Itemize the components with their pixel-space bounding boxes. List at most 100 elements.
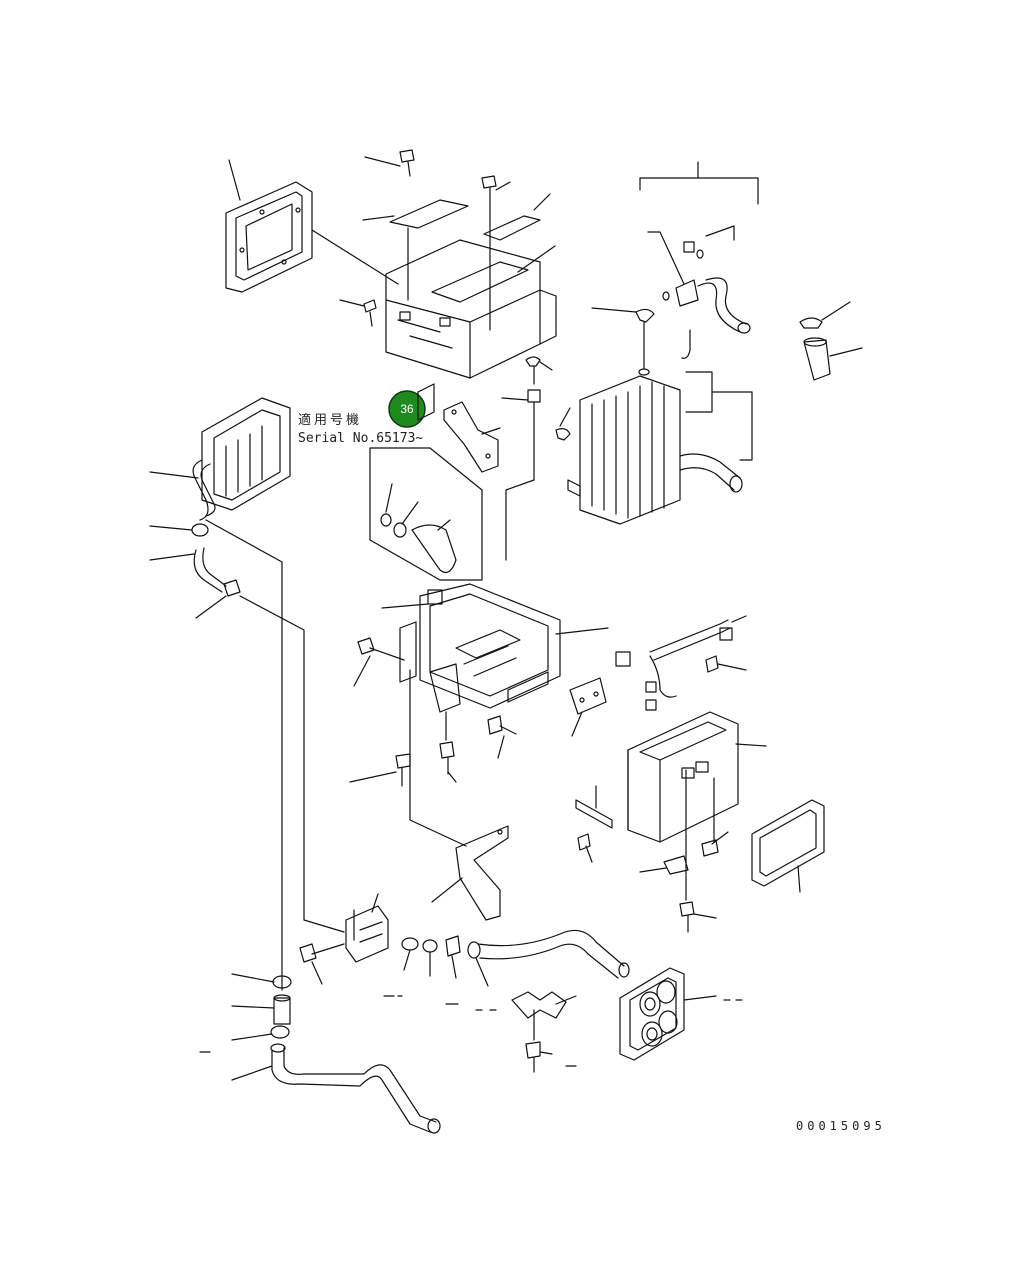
- leader-line: [231, 1005, 275, 1009]
- side-bracket: [429, 663, 461, 741]
- evaporator-unit: [567, 368, 743, 525]
- leader-line: [731, 615, 747, 623]
- hose-clamp: [223, 579, 241, 597]
- drain-pipe: [803, 337, 831, 381]
- hose-joint: [422, 939, 438, 953]
- leader-line: [821, 301, 851, 321]
- heater-hose-long: [467, 929, 630, 979]
- hose-clamp: [270, 1025, 290, 1039]
- leader-line: [693, 913, 717, 919]
- mounting-bracket: [443, 401, 499, 473]
- hose-clamp: [191, 523, 209, 537]
- bolt: [679, 901, 695, 933]
- callout-number: 36: [400, 402, 414, 416]
- applicability-jp-label: 適用号機: [298, 412, 362, 428]
- fastener: [555, 428, 571, 441]
- small-bracket-36: [417, 383, 435, 421]
- sensor-bulb: [635, 308, 691, 369]
- bolt: [481, 175, 497, 205]
- leader-line: [539, 1051, 553, 1055]
- bolt: [399, 149, 415, 177]
- leader-line: [497, 735, 505, 759]
- bolt: [357, 637, 405, 661]
- leader-line: [339, 299, 365, 307]
- drawing-code: 00015095: [796, 1119, 886, 1133]
- leader-line: [401, 501, 419, 525]
- leader-line: [639, 867, 667, 873]
- gasket-ring: [751, 799, 825, 887]
- hose-clamp: [401, 937, 419, 951]
- leader-line: [437, 519, 451, 531]
- leader-line: [231, 1065, 273, 1081]
- callout-badge[interactable]: 36: [388, 390, 426, 428]
- wiring-harness: [615, 619, 733, 711]
- bolt: [487, 715, 517, 735]
- leader-line: [311, 961, 323, 985]
- leader-line: [353, 655, 371, 687]
- leader-line: [481, 427, 501, 435]
- bracket: [389, 199, 469, 301]
- leader-line: [517, 245, 556, 273]
- water-valve: [345, 905, 389, 963]
- leader-line: [311, 229, 399, 285]
- leader-line: [149, 525, 193, 531]
- leader-line: [501, 397, 529, 401]
- leader-line: [447, 771, 457, 783]
- leader-line: [364, 156, 401, 167]
- lower-bracket: [455, 825, 509, 921]
- leader-line: [495, 181, 511, 191]
- leader-line: [381, 603, 429, 609]
- leader-line: [533, 193, 551, 211]
- bolt: [525, 1041, 541, 1073]
- leader-line: [149, 471, 199, 479]
- leader-line: [591, 307, 637, 313]
- hose-bracket: [511, 991, 567, 1041]
- leader-line: [385, 483, 393, 513]
- bracket: [483, 203, 541, 331]
- leader-line: [829, 347, 863, 357]
- clip: [525, 356, 541, 385]
- pipe-routing-line: [239, 595, 345, 933]
- seal-ring: [799, 317, 823, 329]
- water-hose-lower: [270, 1043, 441, 1134]
- bolt: [395, 753, 411, 787]
- inset-detail-box: [369, 447, 483, 581]
- packing-strip: [575, 799, 613, 829]
- leader-line: [683, 995, 717, 1001]
- control-duct-box: [627, 711, 739, 843]
- clip: [663, 855, 689, 875]
- pipe-routing-line: [205, 519, 283, 991]
- leader-line: [559, 407, 571, 427]
- clip-bracket: [505, 389, 541, 561]
- leader-line: [571, 711, 583, 737]
- screw: [577, 833, 593, 863]
- group-bracket: [685, 371, 753, 461]
- leader-line: [705, 225, 735, 241]
- mount-bracket-right: [569, 677, 607, 715]
- leader-line: [149, 553, 195, 561]
- pipe-routing-line: [685, 769, 715, 901]
- leader-line: [231, 973, 275, 983]
- bolt: [299, 943, 345, 963]
- leader-line: [797, 865, 801, 893]
- leader-line: [231, 1033, 273, 1041]
- expansion-valve: [662, 241, 751, 334]
- leader-line: [717, 663, 747, 671]
- blower-case: [399, 583, 561, 709]
- leader-line: [403, 949, 411, 971]
- leader-line: [555, 995, 577, 1005]
- leader-line: [451, 955, 457, 979]
- heater-core: [192, 397, 291, 521]
- cover-plate-panel: [225, 181, 313, 293]
- heater-hose: [193, 547, 227, 593]
- leader-line: [195, 595, 227, 619]
- leader-line: [371, 893, 379, 913]
- clip: [701, 839, 719, 857]
- hose-joint: [273, 994, 291, 1025]
- upper-duct-housing: [385, 239, 557, 379]
- leader-line: [349, 771, 397, 783]
- leader-line: [647, 231, 685, 285]
- leader-line: [475, 957, 489, 987]
- screw: [363, 299, 377, 327]
